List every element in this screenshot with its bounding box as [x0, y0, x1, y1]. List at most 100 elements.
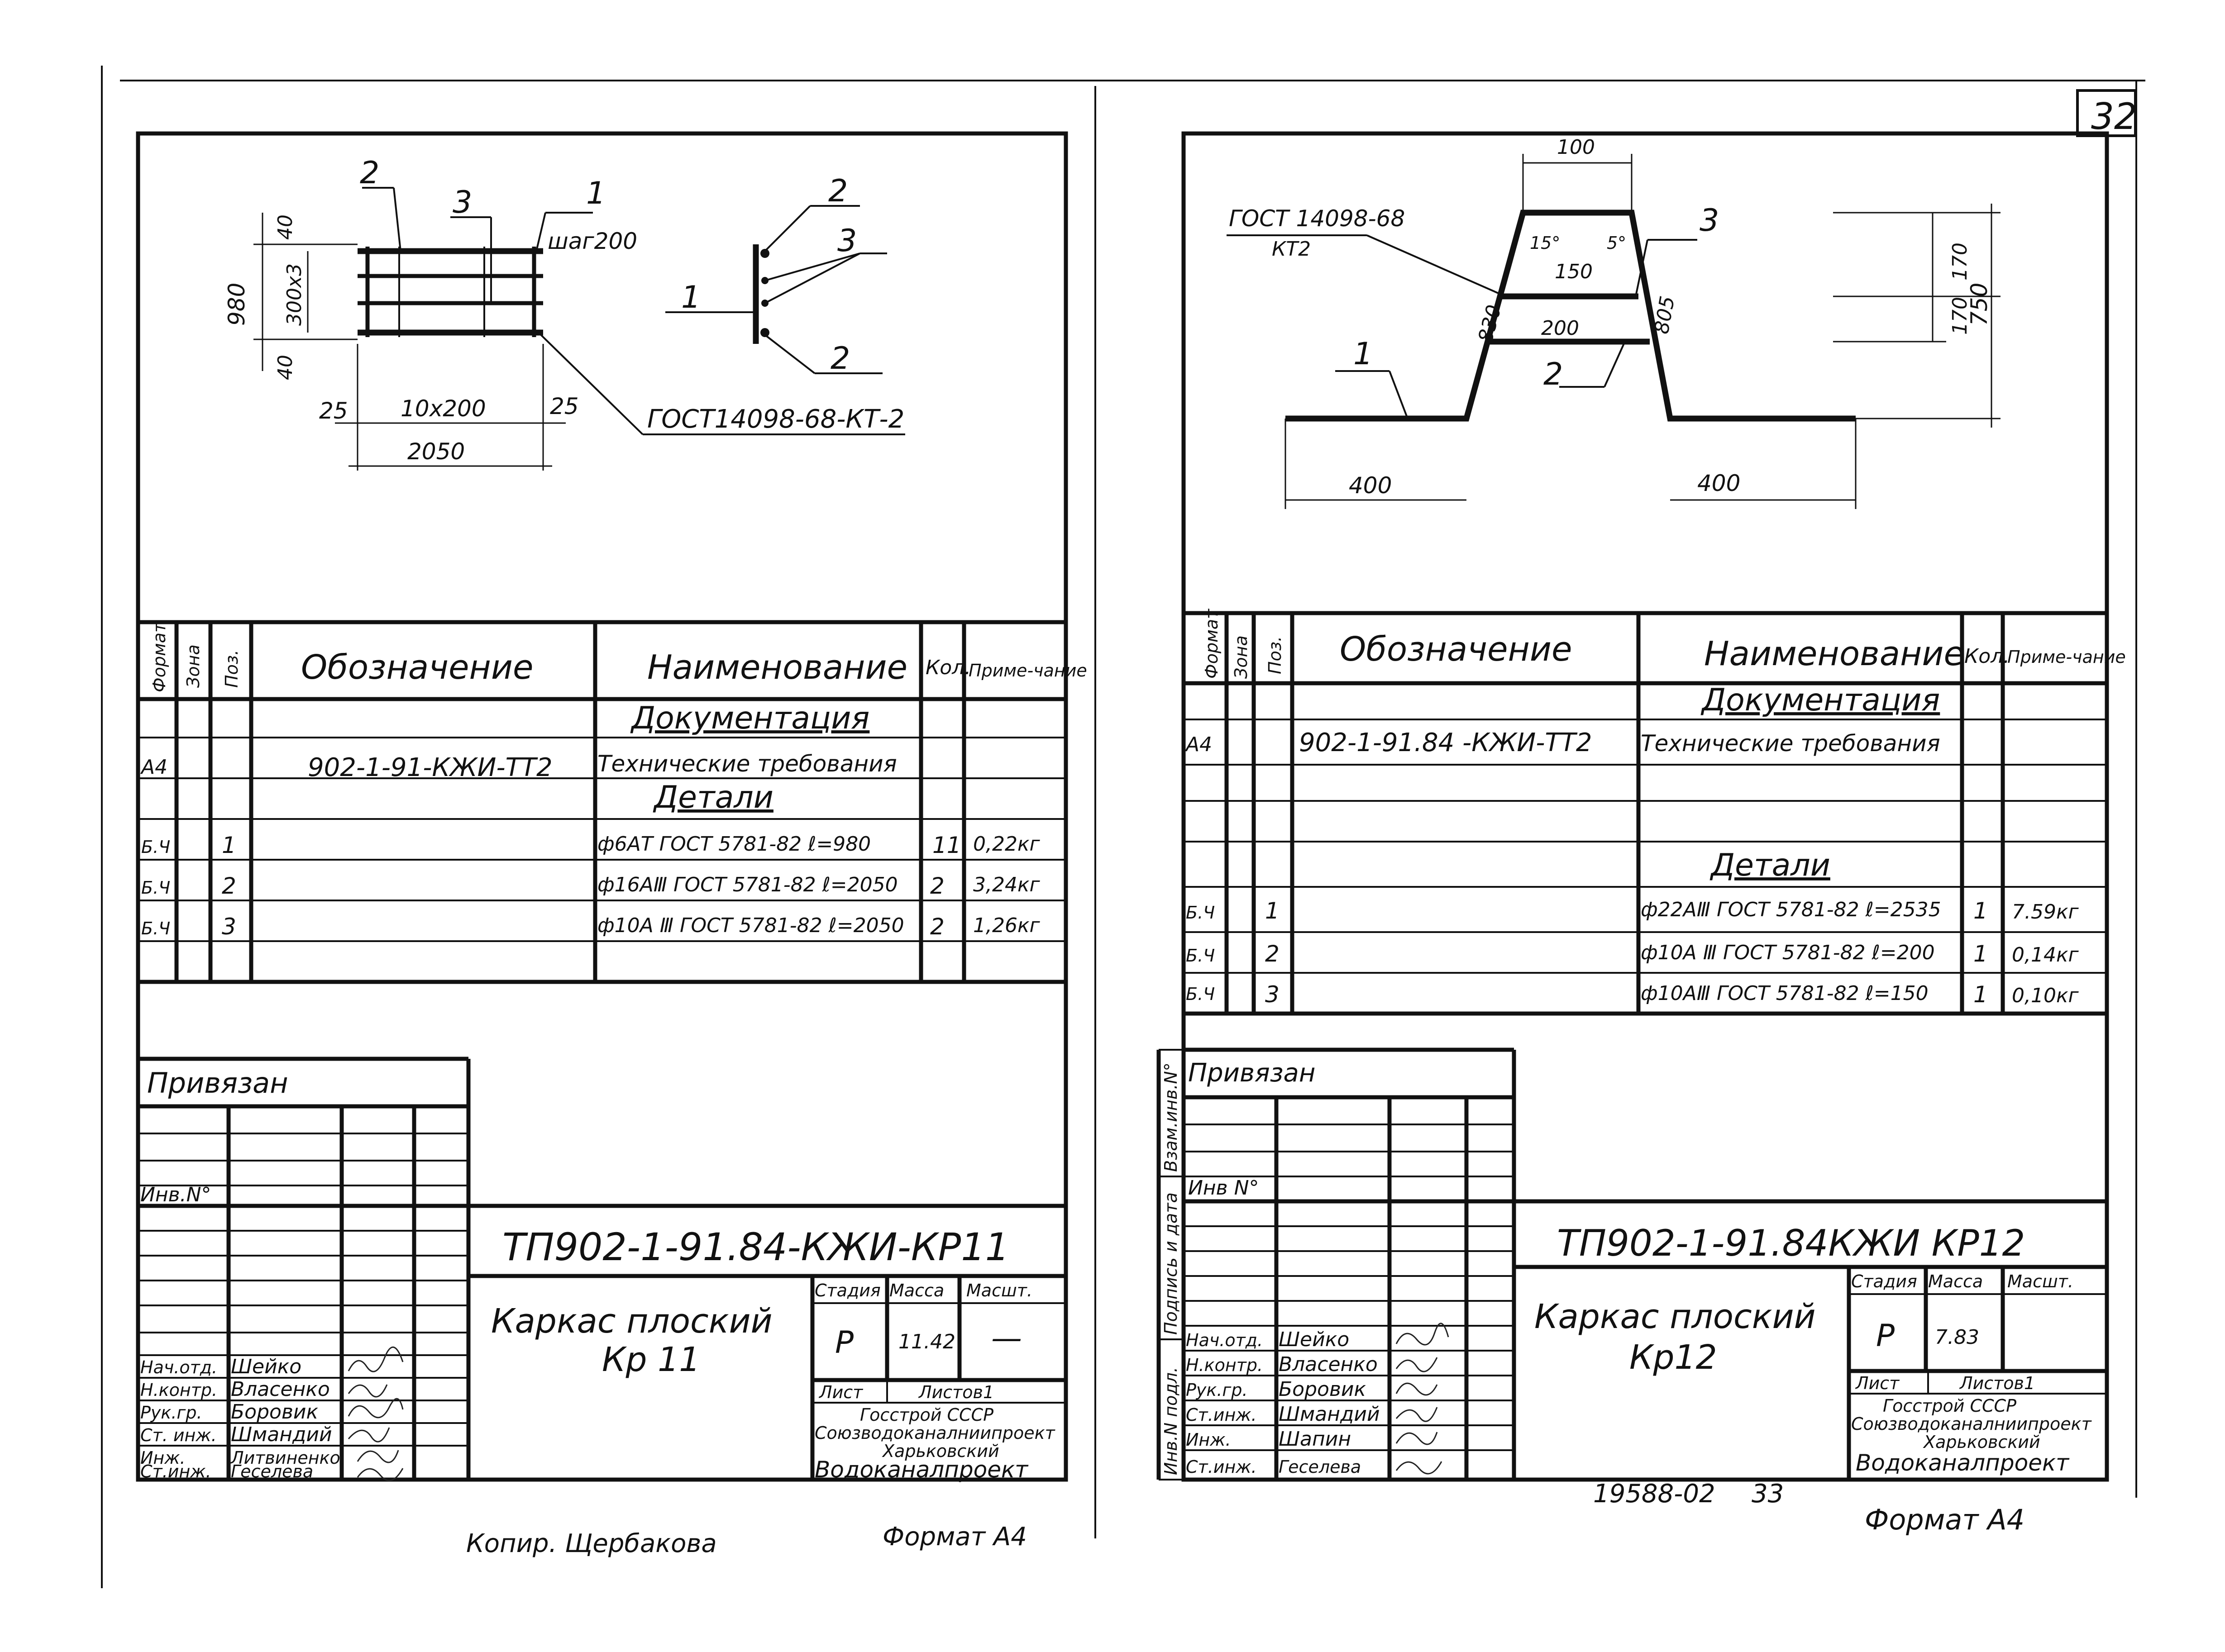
signature-mark: [357, 1468, 404, 1481]
right-sheet: ГОСТ 14098-68 КТ2 100 15° 150 5° 830 805…: [1156, 131, 2126, 1536]
right-row2-note: 0,14кг: [2012, 943, 2079, 966]
right-side-labels: Взам.инв.N° Подпись и дата Инв.N подл.: [1156, 1049, 1184, 1481]
signature-mark: [1395, 1357, 1438, 1372]
signature-mark: [1395, 1382, 1438, 1396]
left-binding-title: Привязан: [147, 1066, 288, 1100]
signature-mark: [348, 1427, 390, 1443]
right-org-1: Госстрой СССР: [1883, 1396, 2016, 1416]
right-org-2: Союзводоканалниипроект: [1851, 1414, 2092, 1434]
right-dim-750: 750: [1966, 283, 1992, 326]
right-footer-number: 19588-02: [1593, 1479, 1715, 1509]
left-hdr-pos: Поз.: [222, 650, 242, 688]
right-row1-note: 7.59кг: [2012, 900, 2079, 924]
right-gost: ГОСТ 14098-68: [1229, 205, 1405, 232]
left-role-3: Рук.гр.: [140, 1403, 202, 1423]
right-hdr-qty: Кол.: [1964, 645, 2010, 668]
left-title-block: ТП902-1-91.84-КЖИ-КР11 Каркас плоский Кр…: [138, 1204, 1066, 1483]
right-person-2: Власенко: [1279, 1353, 1378, 1376]
right-dim-200: 200: [1541, 317, 1579, 340]
signature-mark: [1395, 1407, 1438, 1422]
right-hdr-name: Наименование: [1704, 634, 1964, 673]
left-stage-label: Стадия: [815, 1281, 881, 1300]
signature-mark: [348, 1384, 388, 1398]
right-row2-pos: 2: [1265, 941, 1280, 967]
right-ang-15: 15°: [1530, 233, 1560, 253]
right-role-5: Инж.: [1186, 1430, 1231, 1450]
right-dim-150: 150: [1555, 260, 1593, 283]
page-number: 32: [2091, 95, 2137, 138]
signature-mark: [357, 1450, 399, 1463]
right-hdr-zone: Зона: [1231, 635, 1251, 679]
right-hdr-pos: Поз.: [1265, 636, 1285, 674]
right-stage-label: Стадия: [1851, 1271, 1917, 1291]
left-binding-inv: Инв.N°: [140, 1183, 211, 1206]
left-footer-format: Формат А4: [883, 1522, 1027, 1552]
left-sheet-label: Лист: [818, 1382, 864, 1402]
right-scale-label: Масшт.: [2007, 1271, 2073, 1291]
right-ang-5: 5°: [1607, 233, 1626, 253]
left-hdr-name: Наименование: [647, 648, 907, 687]
right-role-2: Н.контр.: [1186, 1355, 1263, 1375]
right-person-6: Геселева: [1279, 1457, 1361, 1477]
right-pos-2: 2: [1543, 357, 1563, 392]
right-item-name: Каркас плоский: [1534, 1297, 1816, 1336]
left-sec-3: 3: [837, 223, 857, 259]
right-dim-100: 100: [1557, 136, 1595, 159]
right-row2-format: Б.Ч: [1186, 946, 1215, 966]
side-label-inv-original: Инв.N подл.: [1161, 1367, 1181, 1475]
left-doc-code: ТП902-1-91.84-КЖИ-КР11: [502, 1225, 1009, 1269]
right-footer-format: Формат А4: [1865, 1503, 2024, 1536]
right-row3-name: ф10АⅢ ГОСТ 5781-82 ℓ=150: [1641, 982, 1929, 1005]
right-person-1: Шейко: [1279, 1328, 1349, 1351]
right-row1-format: Б.Ч: [1186, 903, 1215, 923]
signature-mark: [1395, 1432, 1438, 1445]
left-mass-label: Масса: [889, 1281, 944, 1300]
left-section-docs: Документация: [630, 700, 869, 736]
right-row1-qty: 1: [1973, 898, 1988, 924]
left-row3-qty: 2: [930, 914, 945, 940]
right-hdr-format: Формат: [1202, 608, 1222, 679]
left-footer-copy: Копир. Щербакова: [466, 1529, 717, 1558]
left-dim-980: 980: [224, 283, 250, 326]
right-title-block: ТП902-1-91.84КЖИ КР12 Каркас плоский Кр1…: [1184, 1199, 2107, 1480]
left-row2-note: 3,24кг: [973, 873, 1041, 896]
left-dim-300x3: 300x3: [283, 263, 306, 326]
left-row3-name: ф10А Ⅲ ГОСТ 5781-82 ℓ=2050: [597, 914, 904, 937]
right-org-3: Харьковский: [1923, 1432, 2040, 1452]
right-item-code: Кр12: [1629, 1338, 1717, 1377]
left-doc-name: Технические требования: [597, 751, 897, 777]
left-dim-40-bottom: 40: [274, 355, 297, 380]
left-sheet: 2 3 1 шаг200 40 980 300x3 40 25 10x200 2…: [136, 131, 1087, 1558]
left-hdr-designation: Обозначение: [301, 648, 533, 687]
right-section-parts: Детали: [1709, 847, 1830, 883]
left-role-1: Нач.отд.: [140, 1357, 217, 1377]
left-person-6: Геселева: [231, 1462, 313, 1481]
left-dim-25-right: 25: [550, 393, 579, 419]
side-label-sign-date: Подпись и дата: [1161, 1192, 1181, 1335]
left-org-1: Госстрой СССР: [860, 1405, 993, 1425]
left-stage: Р: [835, 1325, 854, 1361]
left-person-4: Шмандий: [231, 1423, 332, 1446]
left-section-parts: Детали: [653, 780, 773, 815]
right-dim-170-a: 170: [1948, 243, 1972, 281]
signature-mark: [348, 1347, 404, 1372]
left-step: шаг200: [548, 228, 637, 254]
right-row2-name: ф10А Ⅲ ГОСТ 5781-82 ℓ=200: [1641, 941, 1935, 964]
left-person-5: Литвиненко: [230, 1448, 340, 1468]
left-row1-pos: 1: [222, 832, 236, 858]
right-row3-format: Б.Ч: [1186, 984, 1215, 1004]
left-hdr-format: Формат: [149, 622, 169, 692]
left-sec-2-bottom: 2: [831, 341, 850, 376]
left-sec-2-top: 2: [828, 173, 848, 209]
left-row1-format: Б.Ч: [141, 837, 170, 857]
left-binding-block: Привязан Инв.N°: [138, 1057, 471, 1480]
right-row3-pos: 3: [1265, 981, 1280, 1008]
left-scale: —: [991, 1320, 1022, 1356]
left-hdr-note: Приме-чание: [969, 661, 1087, 681]
right-signatures: [1395, 1323, 1449, 1475]
right-stage: Р: [1876, 1318, 1895, 1354]
left-frame: [136, 131, 1068, 1482]
left-role-5: Инж.: [140, 1448, 186, 1468]
left-row1-name: ф6АТ ГОСТ 5781-82 ℓ=980: [597, 833, 871, 856]
right-binding-title: Привязан: [1188, 1058, 1315, 1088]
